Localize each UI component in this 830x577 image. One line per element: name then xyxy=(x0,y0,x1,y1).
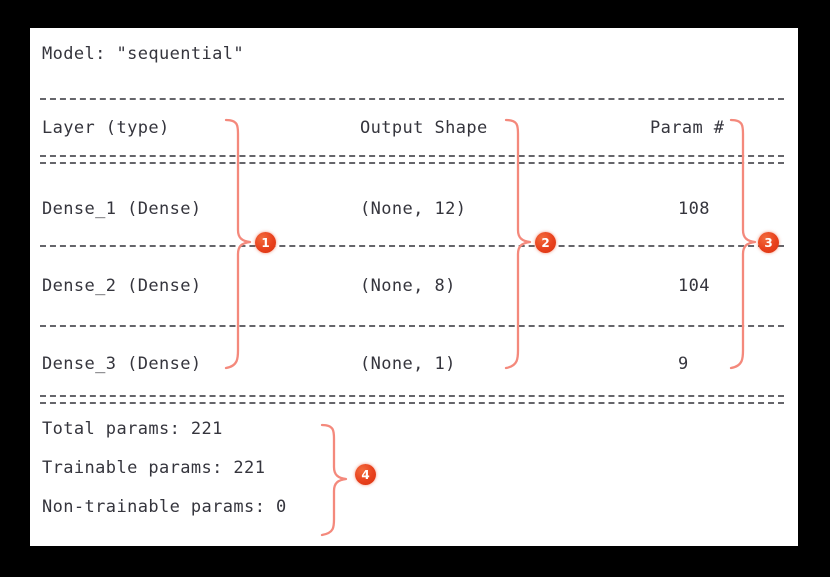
rule-row-1 xyxy=(40,325,784,327)
model-title: Model: "sequential" xyxy=(42,44,245,64)
annotation-brace-4 xyxy=(320,423,348,537)
total-params: Total params: 221 xyxy=(42,419,223,439)
row-1-param: 104 xyxy=(678,276,710,296)
non-trainable-params: Non-trainable params: 0 xyxy=(42,497,287,517)
rule-under-title xyxy=(40,98,784,100)
annotation-badge-4: 4 xyxy=(355,464,376,485)
rule-header-double xyxy=(40,155,784,164)
row-2-param: 9 xyxy=(678,354,689,374)
row-0-param: 108 xyxy=(678,199,710,219)
header-layer-type: Layer (type) xyxy=(42,118,170,138)
header-output-shape: Output Shape xyxy=(360,118,488,138)
rule-totals-double xyxy=(40,395,784,404)
annotation-badge-3: 3 xyxy=(758,232,779,253)
row-0-layer: Dense_1 (Dense) xyxy=(42,199,202,219)
annotation-badge-2: 2 xyxy=(535,232,556,253)
row-1-layer: Dense_2 (Dense) xyxy=(42,276,202,296)
row-0-output-shape: (None, 12) xyxy=(360,199,467,219)
annotation-badge-1: 1 xyxy=(255,232,276,253)
row-2-layer: Dense_3 (Dense) xyxy=(42,354,202,374)
row-2-output-shape: (None, 1) xyxy=(360,354,456,374)
trainable-params: Trainable params: 221 xyxy=(42,458,266,478)
rule-row-0 xyxy=(40,245,784,247)
row-1-output-shape: (None, 8) xyxy=(360,276,456,296)
model-summary-card: Model: "sequential" Layer (type) Output … xyxy=(30,28,798,546)
header-param: Param # xyxy=(650,118,725,138)
